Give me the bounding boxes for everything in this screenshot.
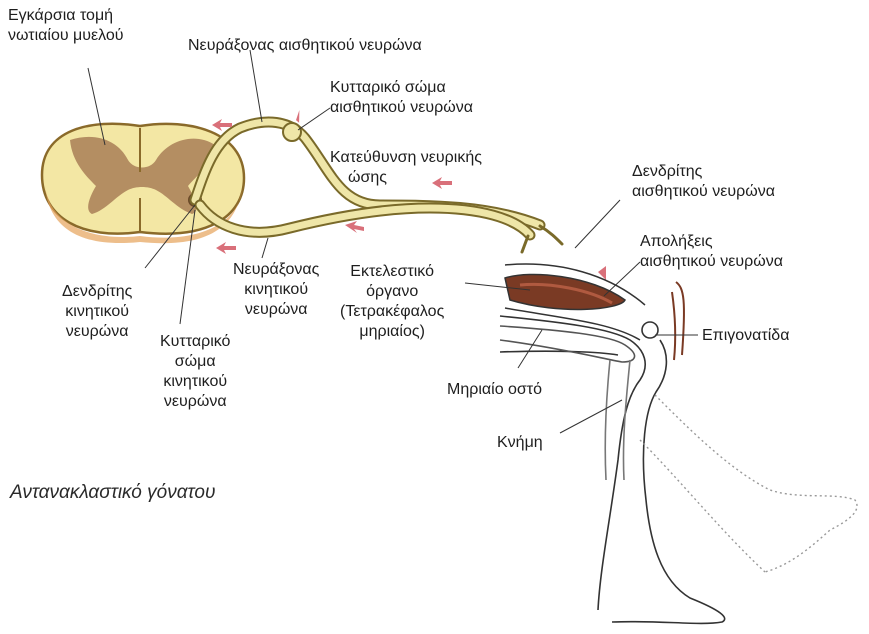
label-impulse-direction: Κατεύθυνση νευρικής ώσης bbox=[330, 148, 482, 188]
label-sensory-cell-body: Κυτταρικό σώμα αισθητικού νευρώνα bbox=[330, 78, 473, 118]
femur-bone bbox=[500, 326, 635, 362]
label-motor-dendrite: Δενδρίτης κινητικού νευρώνα bbox=[62, 282, 132, 342]
label-patella: Επιγονατίδα bbox=[702, 326, 789, 346]
label-motor-cell-body: Κυτταρικό σώμα κινητικού νευρώνα bbox=[160, 332, 230, 412]
label-sensory-axon: Νευράξονας αισθητικού νευρώνα bbox=[188, 36, 422, 56]
label-effector-organ: Εκτελεστικό όργανο (Τετρακέφαλος μηριαίο… bbox=[340, 262, 444, 342]
label-sensory-dendrite: Δενδρίτης αισθητικού νευρώνα bbox=[632, 162, 775, 202]
arrow-5 bbox=[345, 221, 364, 233]
diagram-title: Αντανακλαστικό γόνατου bbox=[10, 482, 215, 504]
patella-shape bbox=[642, 322, 658, 338]
label-motor-axon: Νευράξονας κινητικού νευρώνα bbox=[233, 260, 319, 320]
reflex-hammer bbox=[672, 282, 684, 360]
label-tibia: Κνήμη bbox=[497, 433, 543, 453]
arrow-4 bbox=[216, 242, 236, 254]
arrow-2 bbox=[293, 110, 306, 123]
label-femur: Μηριαίο οστό bbox=[447, 380, 542, 400]
extended-leg-dotted bbox=[640, 395, 857, 572]
label-cross-section: Εγκάρσια τομή νωτιαίου μυελού bbox=[8, 6, 124, 46]
impulse-direction-arrows bbox=[212, 110, 606, 280]
label-sensory-endings: Απολήξεις αισθητικού νευρώνα bbox=[640, 232, 783, 272]
spinal-cord-cross-section bbox=[42, 124, 244, 244]
